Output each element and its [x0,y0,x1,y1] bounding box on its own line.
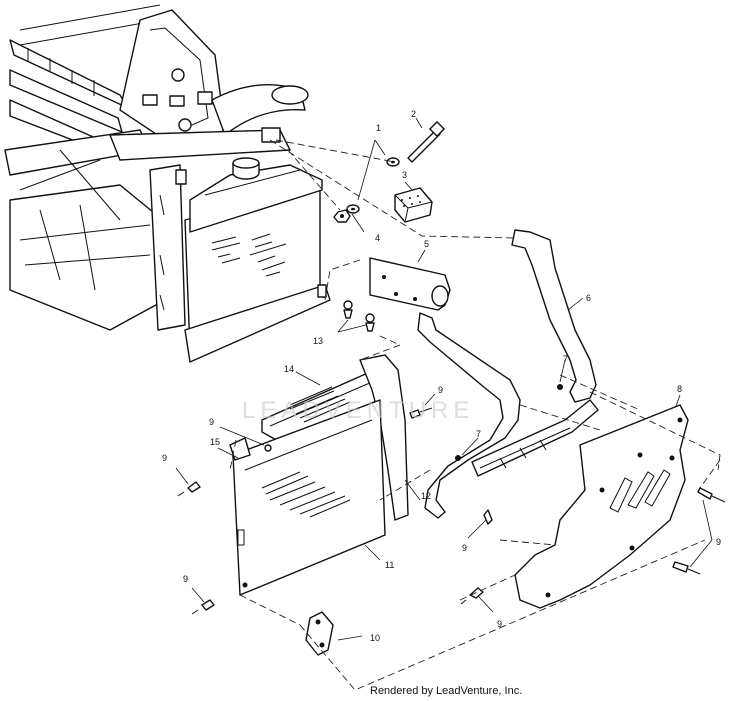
skid-plate-8 [514,394,689,609]
watermark-text: LEADVENTURE [242,397,474,424]
callout-labels: 1 2 3 4 5 6 7 7 8 9 9 9 9 9 9 9 10 11 12… [162,109,721,643]
hardware-group [333,117,445,233]
callout-8: 8 [677,384,682,394]
callout-12: 12 [421,491,431,501]
callout-3: 3 [402,170,407,180]
radiator [184,157,331,363]
assembly-lines [229,139,721,691]
callout-2: 2 [411,109,416,119]
callout-1: 1 [376,123,381,133]
callout-15: 15 [210,437,220,447]
callout-9-left: 9 [162,453,167,463]
callout-7-upper: 7 [563,354,568,364]
callout-9-center-bottom: 9 [462,543,467,553]
callout-6: 6 [586,293,591,303]
callout-11: 11 [385,560,394,570]
fasteners-9 [175,393,726,615]
frame-assembly [4,4,309,331]
radiator-panel-11 [217,399,386,596]
render-credit: Rendered by LeadVenture, Inc. [370,685,522,697]
bracket-5 [369,249,451,311]
fasteners-13 [337,300,375,333]
callout-4: 4 [375,233,380,243]
bumper-6 [417,229,599,519]
callout-5: 5 [424,239,429,249]
callout-10: 10 [370,633,380,643]
callout-13: 13 [313,336,323,346]
bracket-10 [305,611,363,656]
callout-9-right: 9 [716,537,721,547]
callout-9-bottom-left: 9 [183,574,188,584]
callout-9-right-center: 9 [438,385,443,395]
callout-7-lower: 7 [476,429,481,439]
callout-9-top-left: 9 [209,417,214,427]
callout-9-bottom: 9 [497,619,502,629]
callout-14: 14 [284,364,294,374]
